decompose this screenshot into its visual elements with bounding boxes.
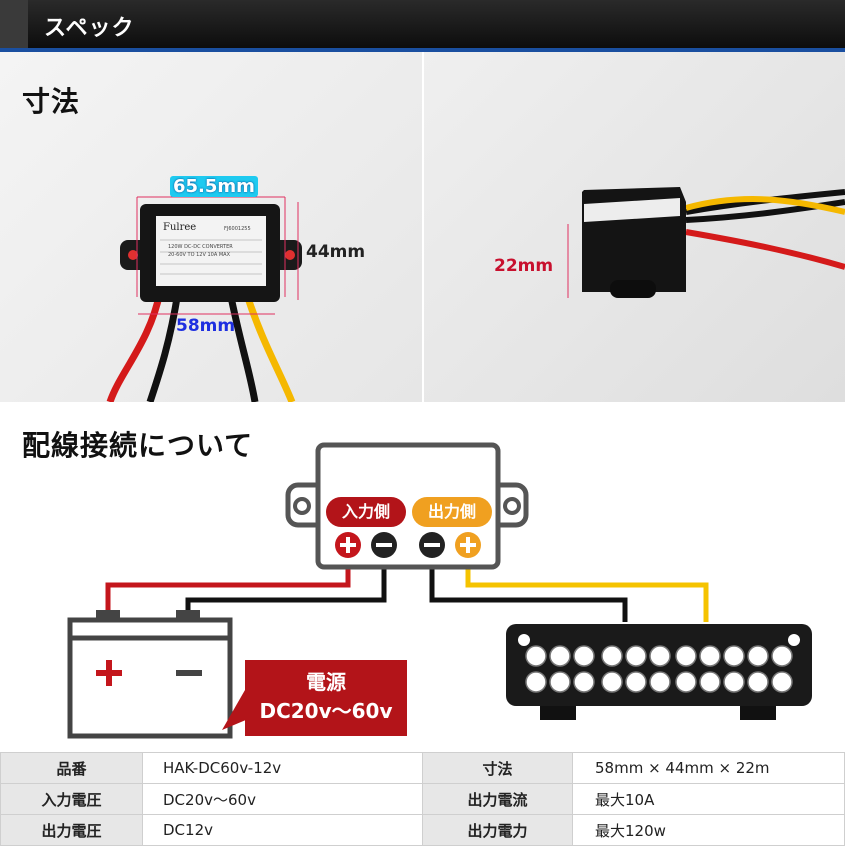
photo-side-view: 22mm bbox=[424, 52, 845, 402]
spec-value: 最大10A bbox=[572, 783, 845, 815]
output-side-label: 出力側 bbox=[412, 497, 492, 527]
spec-label: 出力電流 bbox=[422, 783, 573, 815]
power-source-callout: 電源 DC20v〜60v bbox=[245, 660, 407, 736]
input-side-label: 入力側 bbox=[326, 497, 406, 527]
dimension-depth: 22mm bbox=[494, 256, 554, 276]
converter-top-view-image bbox=[106, 196, 302, 402]
device-spec-line1: 120W DC-DC CONVERTER bbox=[168, 244, 233, 250]
spec-value: DC20v〜60v bbox=[142, 783, 423, 815]
wiring-title: 配線接続について bbox=[22, 429, 254, 462]
photo-top-view: 寸法 65.5mm 44mm 58mm Fulree FJ6001255 120… bbox=[0, 52, 422, 402]
table-row: 入力電圧 DC20v〜60v 出力電流 最大10A bbox=[0, 783, 845, 815]
converter-side-view-image bbox=[567, 187, 845, 298]
dimensions-title: 寸法 bbox=[22, 85, 81, 118]
wiring-diagram bbox=[67, 442, 812, 739]
power-value: DC20v〜60v bbox=[259, 699, 393, 723]
header-title: スペック bbox=[44, 16, 135, 41]
spec-value: DC12v bbox=[142, 814, 423, 846]
header-tab-decoration bbox=[0, 0, 28, 48]
spec-label: 入力電圧 bbox=[0, 783, 143, 815]
device-model: FJ6001255 bbox=[224, 226, 251, 232]
dimension-height: 44mm bbox=[306, 242, 366, 262]
spec-label: 品番 bbox=[0, 752, 143, 784]
led-grid bbox=[525, 645, 793, 693]
spec-value: 58mm × 44mm × 22m bbox=[572, 752, 845, 784]
spec-value: 最大120w bbox=[572, 814, 845, 846]
table-row: 品番 HAK-DC60v-12v 寸法 58mm × 44mm × 22m bbox=[0, 752, 845, 784]
spec-table: 品番 HAK-DC60v-12v 寸法 58mm × 44mm × 22m 入力… bbox=[0, 752, 845, 846]
device-spec-line2: 20-60V TO 12V 10A MAX bbox=[168, 252, 231, 258]
dimension-width-top: 65.5mm bbox=[170, 176, 258, 197]
spec-label: 出力電圧 bbox=[0, 814, 143, 846]
device-brand: Fulree bbox=[163, 222, 197, 233]
power-title: 電源 bbox=[306, 670, 346, 694]
dimension-width-bottom: 58mm bbox=[176, 316, 236, 336]
spec-label: 出力電力 bbox=[422, 814, 573, 846]
header-bar: スペック bbox=[0, 0, 845, 52]
table-row: 出力電圧 DC12v 出力電力 最大120w bbox=[0, 814, 845, 846]
spec-value: HAK-DC60v-12v bbox=[142, 752, 423, 784]
spec-label: 寸法 bbox=[422, 752, 573, 784]
